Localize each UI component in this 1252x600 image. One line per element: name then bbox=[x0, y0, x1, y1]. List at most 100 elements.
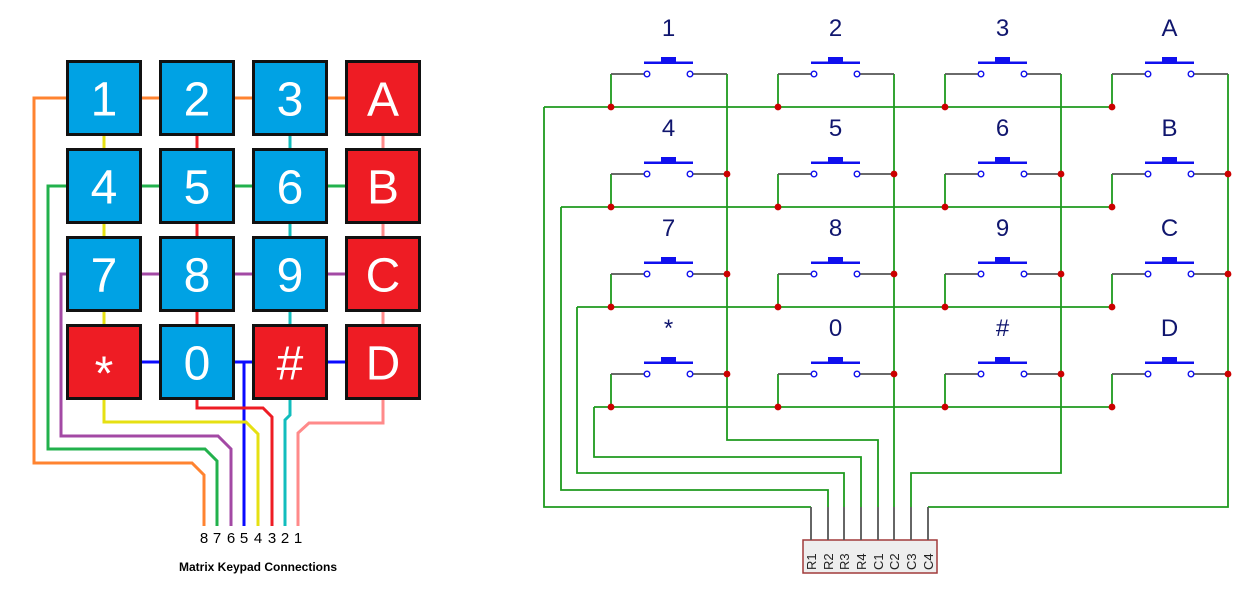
switch-9: 9 bbox=[945, 215, 1061, 278]
junction-dot bbox=[723, 370, 731, 378]
key-5: 5 bbox=[159, 148, 235, 224]
key-face bbox=[252, 324, 328, 400]
key-face bbox=[159, 60, 235, 136]
switch-plunger-cap bbox=[1162, 257, 1177, 262]
switch-1: 1 bbox=[611, 15, 727, 78]
col-4-wire bbox=[296, 98, 385, 526]
key-label: * bbox=[95, 348, 114, 401]
col-bus-1 bbox=[726, 74, 879, 507]
switch-5: 5 bbox=[778, 115, 894, 178]
pin-number: 2 bbox=[281, 530, 289, 547]
key-C: C bbox=[345, 236, 421, 312]
junction-dot bbox=[1224, 370, 1232, 378]
switch-0: 0 bbox=[778, 315, 894, 378]
switch-7: 7 bbox=[611, 215, 727, 278]
key-face bbox=[66, 148, 142, 224]
junction-dot bbox=[723, 270, 731, 278]
switch-plunger-cap bbox=[828, 57, 843, 62]
switch-plunger-cap bbox=[1162, 157, 1177, 162]
junction-dot bbox=[941, 103, 949, 111]
key-label: 7 bbox=[91, 250, 118, 303]
switch-8: 8 bbox=[778, 215, 894, 278]
key-face bbox=[66, 324, 142, 400]
switch-contact bbox=[1187, 170, 1195, 178]
switch-B: B bbox=[1112, 115, 1228, 178]
junction-dot bbox=[1108, 203, 1116, 211]
switch-plunger-cap bbox=[828, 257, 843, 262]
switch-plunger-bar bbox=[978, 361, 1027, 364]
switch-contact bbox=[643, 170, 651, 178]
row-return-4 bbox=[593, 407, 862, 507]
connector-body bbox=[802, 539, 938, 574]
key-label: 5 bbox=[184, 162, 211, 215]
switch-plunger-cap bbox=[661, 157, 676, 162]
row-return-1 bbox=[543, 107, 811, 508]
switch-label: 6 bbox=[996, 115, 1009, 142]
pin-number: 8 bbox=[200, 530, 208, 547]
switch-contact bbox=[1144, 270, 1152, 278]
switch-D: D bbox=[1112, 315, 1228, 378]
junction-dot bbox=[607, 303, 615, 311]
junction-dot bbox=[774, 203, 782, 211]
row-1-wire bbox=[32, 96, 206, 526]
switch-contact bbox=[977, 170, 985, 178]
switch-contact bbox=[853, 370, 861, 378]
key-label: 3 bbox=[277, 74, 304, 127]
junction-dot bbox=[941, 403, 949, 411]
key-4: 4 bbox=[66, 148, 142, 224]
switch-plunger-bar bbox=[811, 361, 860, 364]
switch-contact bbox=[686, 70, 694, 78]
switch-contact bbox=[810, 70, 818, 78]
switch-plunger-bar bbox=[644, 261, 693, 264]
key-*: * bbox=[66, 324, 142, 401]
switch-#: # bbox=[945, 315, 1061, 378]
switch-contact bbox=[853, 170, 861, 178]
junction-dot bbox=[774, 403, 782, 411]
switch-contact bbox=[977, 370, 985, 378]
col-bus-3 bbox=[910, 74, 1062, 507]
key-label: # bbox=[277, 338, 304, 391]
junction-dot bbox=[774, 303, 782, 311]
junction-dot bbox=[1108, 103, 1116, 111]
junction-dot bbox=[607, 103, 615, 111]
key-face bbox=[252, 60, 328, 136]
switch-label: 1 bbox=[662, 15, 675, 42]
switch-plunger-cap bbox=[995, 357, 1010, 362]
switch-label: 8 bbox=[829, 215, 842, 242]
junction-dot bbox=[1108, 403, 1116, 411]
key-label: 6 bbox=[277, 162, 304, 215]
key-D: D bbox=[345, 324, 421, 400]
key-face bbox=[345, 148, 421, 224]
junction-dot bbox=[890, 270, 898, 278]
switch-contact bbox=[1144, 370, 1152, 378]
junction-dot bbox=[1224, 270, 1232, 278]
switch-label: 3 bbox=[996, 15, 1009, 42]
key-7: 7 bbox=[66, 236, 142, 312]
key-face bbox=[159, 148, 235, 224]
connector-pin-label: C4 bbox=[921, 553, 936, 570]
switch-label: 4 bbox=[662, 115, 675, 142]
junction-dot bbox=[1224, 170, 1232, 178]
junction-dot bbox=[607, 403, 615, 411]
switch-contact bbox=[686, 370, 694, 378]
key-face bbox=[345, 324, 421, 400]
row-return-3 bbox=[576, 307, 845, 507]
key-label: B bbox=[367, 162, 399, 215]
switch-plunger-bar bbox=[978, 61, 1027, 64]
key-label: 0 bbox=[184, 338, 211, 391]
switch-contact bbox=[643, 370, 651, 378]
col-1-wire bbox=[102, 98, 260, 526]
switch-label: 5 bbox=[829, 115, 842, 142]
switch-plunger-bar bbox=[644, 161, 693, 164]
switch-*: * bbox=[611, 315, 727, 378]
row-2-wire bbox=[46, 184, 219, 526]
switch-label: 7 bbox=[662, 215, 675, 242]
junction-dot bbox=[1057, 270, 1065, 278]
switch-plunger-bar bbox=[811, 161, 860, 164]
switch-contact bbox=[1187, 270, 1195, 278]
